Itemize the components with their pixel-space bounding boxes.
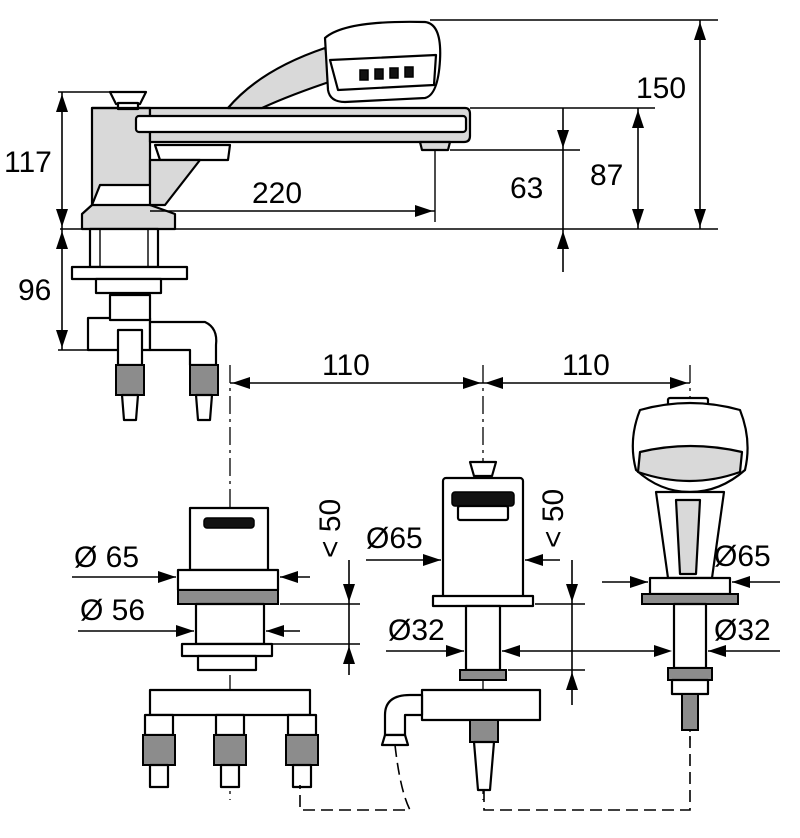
tail-right — [194, 393, 214, 422]
shower-base — [641, 593, 739, 605]
dim-32-mid-label: Ø32 — [388, 614, 445, 647]
dim-110-left-label: 110 — [322, 349, 370, 382]
mixer-plate — [180, 642, 274, 658]
shower-dimensions: Ø65 Ø32 — [602, 540, 780, 657]
tail-left — [120, 393, 140, 422]
tail-a — [148, 763, 170, 789]
diverter-shank — [464, 604, 502, 672]
diverter-dimensions: Ø65 Ø32 < 50 — [366, 489, 660, 705]
nozzle — [359, 69, 369, 81]
dim-50-left-label: < 50 — [314, 499, 347, 558]
leg-left — [143, 713, 175, 737]
nozzle — [374, 68, 384, 80]
shower-holder — [153, 143, 232, 162]
hose-right — [483, 730, 691, 811]
diverter-nut — [459, 669, 507, 681]
leg-right — [286, 713, 318, 737]
thread-c — [285, 734, 319, 766]
hose-connections — [299, 730, 691, 811]
connector-left — [116, 328, 144, 367]
diverter-base — [431, 594, 535, 608]
mixer-valve-front — [142, 506, 319, 789]
nozzle — [389, 67, 399, 79]
mixer-neck — [108, 293, 152, 322]
top-dimensions: 150 87 63 220 117 96 — [4, 19, 718, 351]
diverter-thread — [469, 719, 499, 743]
dim-56-left-label: Ø 56 — [80, 594, 145, 627]
shower-grip-shade — [674, 498, 702, 576]
nozzle — [404, 66, 414, 78]
diverter-knob — [468, 460, 498, 478]
dim-65-mid-label: Ø65 — [366, 522, 423, 555]
diverter-inner — [456, 504, 510, 522]
shower-bracket — [148, 158, 202, 207]
shower-escutcheon — [648, 576, 732, 596]
dim-65-left-label: Ø 65 — [74, 541, 139, 574]
mount-shank — [88, 227, 160, 269]
dim-63-label: 63 — [510, 172, 543, 205]
tail-b — [219, 763, 241, 789]
dim-96-label: 96 — [18, 274, 51, 307]
tail-c — [291, 763, 313, 789]
diverter-tail — [472, 740, 496, 792]
dim-87-label: 87 — [590, 159, 623, 192]
dim-150-label: 150 — [636, 72, 686, 105]
dim-65-right-label: Ø65 — [714, 540, 771, 573]
dim-220-label: 220 — [252, 177, 302, 210]
hose-elbow — [383, 693, 424, 737]
shower-nut — [667, 667, 713, 681]
hose-left — [299, 744, 412, 811]
dim-110-right-label: 110 — [562, 349, 610, 382]
dim-117-label: 117 — [4, 146, 52, 179]
thread-b — [213, 734, 247, 766]
thread-a — [142, 734, 176, 766]
mixer-handle-slot — [203, 517, 255, 529]
dim-50-mid-label: < 50 — [537, 489, 570, 548]
hand-shower-front — [631, 396, 749, 731]
mixer-escutcheon — [176, 568, 280, 592]
spout-side-view — [60, 20, 718, 422]
shower-hose-thread — [681, 693, 699, 731]
shower-shank — [672, 602, 708, 670]
shower-handle — [226, 46, 337, 110]
elbow-right — [148, 320, 218, 367]
diverter-front — [380, 460, 542, 792]
hose-end — [380, 733, 410, 747]
manifold — [148, 688, 312, 717]
spout-outlet — [418, 140, 452, 152]
shower-washer — [670, 678, 710, 696]
thread-right — [189, 364, 219, 396]
valve-handle — [108, 90, 148, 106]
spout-top-line — [134, 114, 468, 134]
leg-mid — [214, 713, 246, 737]
thread-left — [115, 364, 145, 396]
dim-32-right-label: Ø32 — [714, 614, 771, 647]
mixer-dimensions: Ø 65 Ø 56 < 50 — [72, 499, 360, 675]
shower-spray-face — [636, 444, 744, 483]
mixer-shank — [194, 602, 266, 646]
mixer-nut — [196, 654, 258, 672]
diverter-connector — [420, 688, 542, 722]
mount-nut — [94, 277, 163, 295]
mixer-base — [177, 589, 279, 605]
diverter-slot — [451, 491, 515, 507]
mount-plate — [70, 265, 189, 281]
